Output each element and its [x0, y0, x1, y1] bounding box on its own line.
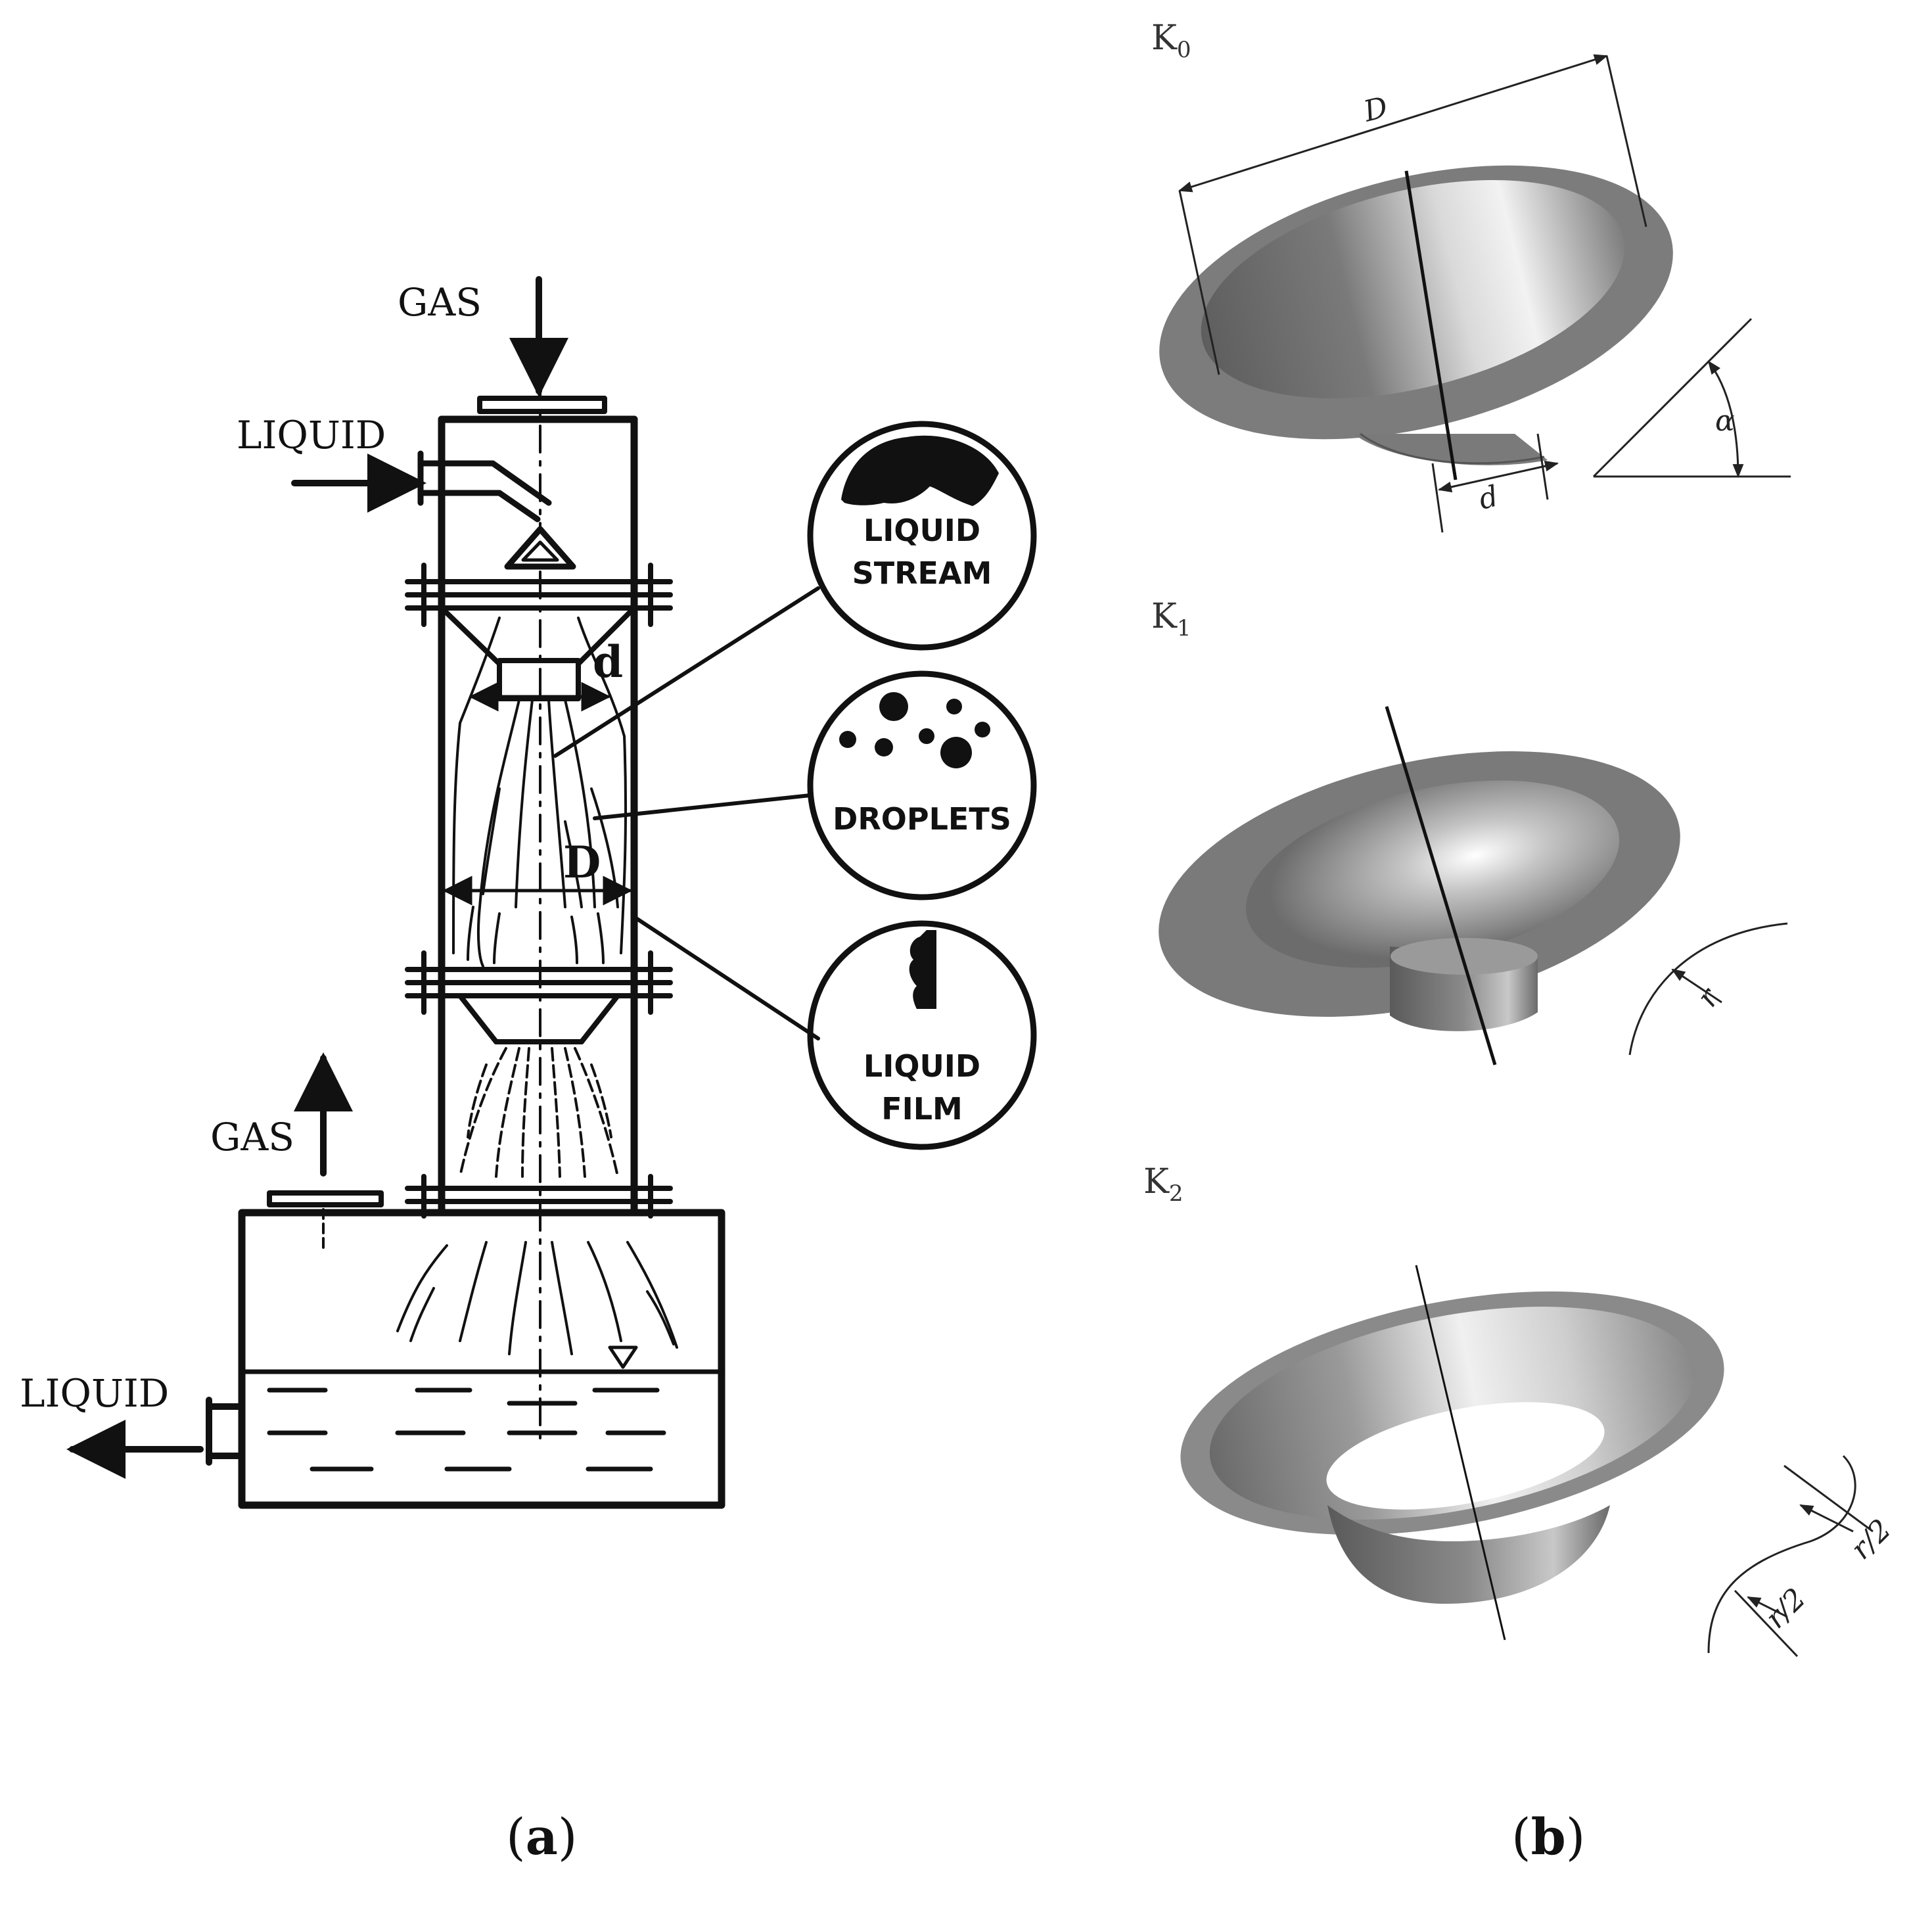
k2-dim-r2-upper: r/2: [1845, 1513, 1898, 1566]
flange-joints: [405, 563, 673, 1219]
inset-liquid-film-label-2: FILM: [881, 1091, 963, 1127]
inset-droplets: [807, 670, 1037, 900]
inset-droplets-label: DROPLETS: [833, 801, 1011, 837]
label-gas-in: GAS: [398, 280, 482, 325]
caption-b: (b): [1511, 1807, 1586, 1866]
liquid-outlet: [206, 1397, 245, 1466]
caption-a: (a): [506, 1807, 578, 1866]
cone-k0-title: K0: [1151, 18, 1191, 63]
k0-dim-alpha: α: [1715, 404, 1735, 438]
label-dim-D: D: [563, 837, 601, 888]
k0-dim-D: D: [1360, 91, 1391, 129]
collection-tank: [238, 1209, 725, 1509]
cone-k2-title: K2: [1143, 1162, 1184, 1207]
tank-spray: [396, 1241, 678, 1355]
leader-lines: [553, 586, 820, 1040]
k2-dim-r2-lower: r/2: [1759, 1582, 1812, 1635]
label-dim-d: d: [593, 636, 623, 688]
lower-cone: [457, 993, 620, 1044]
inset-liquid-film-label-1: LIQUID: [863, 1048, 980, 1084]
label-liquid-in: LIQUID: [237, 413, 386, 457]
gas-outlet-flange: [267, 1190, 384, 1207]
cone-k1: [1159, 706, 1788, 1065]
water-level-symbol: [608, 1345, 638, 1369]
label-gas-out: GAS: [210, 1115, 294, 1159]
cone-geometries: [1159, 54, 1874, 1658]
cone-k1-title: K1: [1151, 597, 1191, 641]
top-flange: [477, 396, 607, 414]
cone-k2: [1180, 1265, 1874, 1658]
tank-liquid: [267, 1387, 666, 1472]
k1-dim-r: r: [1690, 981, 1727, 1013]
inset-liquid-stream-label-2: STREAM: [852, 555, 992, 591]
inset-liquid-stream: [807, 421, 1037, 651]
label-liquid-out: LIQUID: [20, 1371, 169, 1416]
scrubber-schematic: [66, 276, 1037, 1509]
k0-dim-d: d: [1475, 479, 1502, 516]
cone-k0: [1159, 54, 1791, 533]
lower-spray: [459, 1047, 619, 1178]
inset-liquid-stream-label-1: LIQUID: [863, 513, 980, 548]
